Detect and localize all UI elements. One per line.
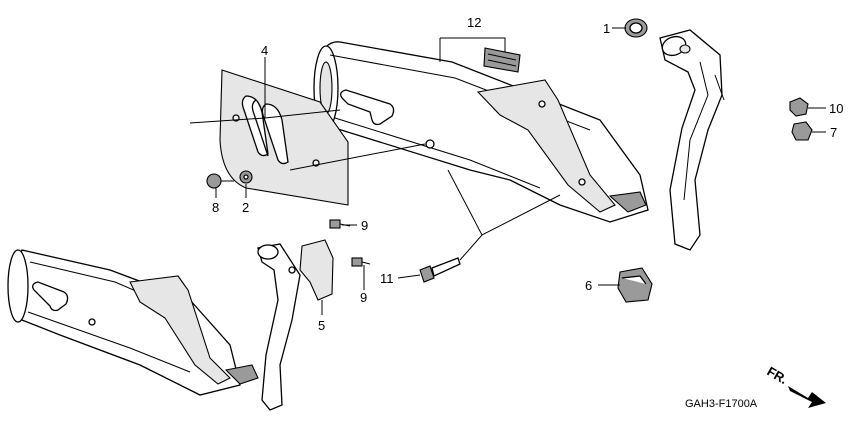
callout-1: 1 [603, 21, 610, 36]
callout-4: 4 [261, 43, 268, 58]
front-direction-indicator: FR. [765, 364, 826, 408]
callout-9-lower: 9 [360, 290, 367, 305]
nut-part-10 [789, 97, 809, 117]
callout-9-upper: 9 [361, 218, 368, 233]
callout-8: 8 [212, 200, 219, 215]
nut-part-6 [617, 267, 653, 303]
callout-7: 7 [830, 125, 837, 140]
callout-10: 10 [829, 101, 843, 116]
leader-lines [189, 27, 826, 315]
direction-label: FR. [765, 364, 791, 387]
front-arrow-icon [788, 386, 826, 408]
nut-part-7 [791, 121, 813, 141]
bolt-part-8 [206, 173, 234, 189]
callout-5: 5 [318, 318, 325, 333]
mat-part-12 [483, 47, 521, 73]
main-muffler [313, 41, 649, 223]
screw-part-9-lower [351, 257, 371, 267]
main-exhaust-pipe [659, 29, 725, 251]
screw-part-9-upper [329, 219, 351, 229]
callout-12: 12 [467, 15, 481, 30]
bolt-part-11 [419, 257, 461, 283]
gasket-part-1 [624, 18, 648, 38]
collar-part-2 [239, 170, 253, 184]
callout-6: 6 [585, 278, 592, 293]
muffler-assembly-view [7, 243, 301, 411]
callout-11: 11 [380, 271, 394, 286]
diagram-code: GAH3-F1700A [685, 398, 758, 410]
joint-part-5 [288, 239, 334, 301]
callout-2: 2 [242, 200, 249, 215]
